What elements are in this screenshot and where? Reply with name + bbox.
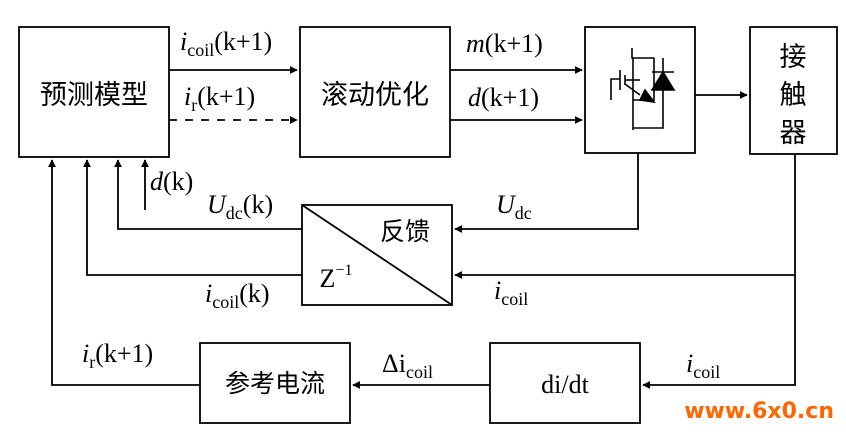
icoil-feedback-label: icoil bbox=[494, 276, 528, 309]
d-k1-label: d(k+1) bbox=[468, 83, 539, 112]
d-k-label: d(k) bbox=[150, 167, 193, 196]
m-k1-label: m(k+1) bbox=[466, 29, 543, 58]
igbt-icon bbox=[610, 48, 676, 130]
rolling-optimization-label: 滚动优化 bbox=[321, 80, 429, 111]
derivative-label: di/dt bbox=[541, 370, 589, 399]
contactor-block bbox=[749, 26, 838, 155]
delta-icoil-label: Δicoil bbox=[382, 349, 433, 382]
icoil-right-label: icoil bbox=[686, 349, 720, 382]
predictive-model-block bbox=[18, 26, 170, 158]
rolling-optimization-block bbox=[299, 26, 451, 158]
udc-k-arrow bbox=[114, 159, 302, 230]
z-inverse-label: Z−1 bbox=[320, 262, 353, 293]
icoil-derivative-arrow bbox=[642, 275, 796, 389]
reference-current-block bbox=[199, 342, 351, 424]
z-letter: Z bbox=[320, 264, 336, 293]
contactor-label-3: 器 bbox=[780, 118, 807, 149]
udc-feedback-arrow bbox=[454, 153, 639, 233]
icoil-k1-label: icoil(k+1) bbox=[180, 27, 272, 60]
predictive-model-label: 预测模型 bbox=[40, 80, 148, 111]
contactor-label-2: 触 bbox=[780, 80, 807, 111]
feedback-diagonal bbox=[301, 204, 453, 306]
udc-k-label: Udc(k) bbox=[207, 190, 273, 223]
icoil-k-arrow bbox=[83, 159, 302, 276]
contactor-label-1: 接 bbox=[780, 42, 807, 73]
inverter-block bbox=[584, 26, 696, 154]
reference-current-label: 参考电流 bbox=[225, 369, 325, 398]
ir-reference-arrow bbox=[48, 159, 200, 386]
derivative-block bbox=[489, 342, 641, 424]
feedback-label: 反馈 bbox=[380, 217, 430, 246]
watermark-text: www.6x0.cn bbox=[684, 399, 834, 424]
udc-label: Udc bbox=[496, 190, 532, 223]
z-exponent: −1 bbox=[335, 262, 352, 279]
ir-k1-left-label: ir(k+1) bbox=[82, 339, 153, 372]
icoil-k-label: icoil(k) bbox=[205, 279, 270, 312]
ir-k1-top-label: ir(k+1) bbox=[184, 82, 255, 115]
